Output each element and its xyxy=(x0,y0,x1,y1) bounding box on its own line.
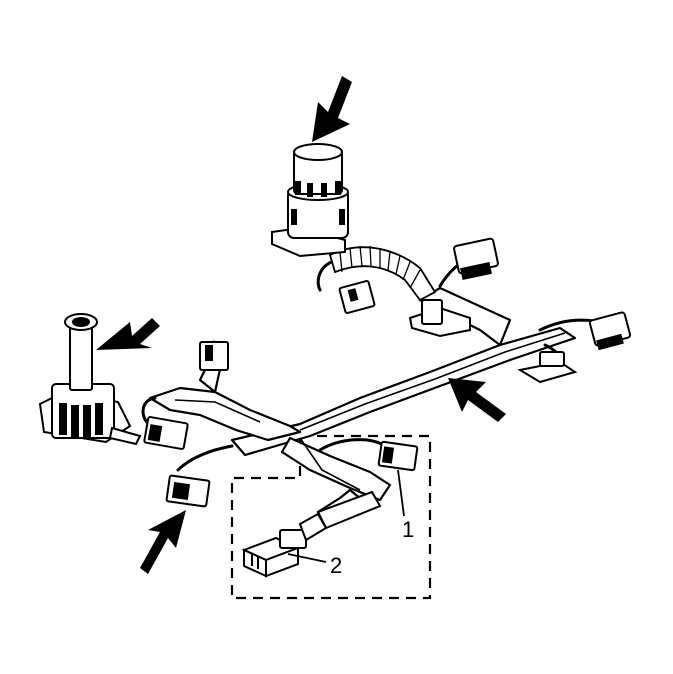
arrow-icon-right xyxy=(448,378,506,422)
small-plug-connector xyxy=(338,280,376,314)
leader-line-1 xyxy=(397,469,405,517)
trunk-inner-line xyxy=(299,332,566,431)
wire-to-conn1 xyxy=(318,438,387,452)
solenoid-coil xyxy=(59,403,103,437)
upper-left-connector xyxy=(199,341,229,371)
arrow-icon-top xyxy=(312,76,352,142)
tube-body xyxy=(328,246,437,302)
leader-line-2 xyxy=(287,553,327,563)
arrow-icon-left xyxy=(96,318,160,350)
top-round-connector xyxy=(271,143,349,258)
harness-to-conn2 xyxy=(298,490,382,542)
connector-ridges xyxy=(291,181,345,225)
harness-lines xyxy=(174,332,566,491)
top-right-connector xyxy=(453,237,499,280)
lower-right-bracket xyxy=(517,351,578,384)
solenoid-stem xyxy=(69,323,93,391)
left-connector xyxy=(143,416,189,450)
trunk-left-inner xyxy=(174,399,261,423)
harness-branch-down xyxy=(280,436,392,502)
connector-callout-1 xyxy=(377,440,419,472)
solenoid-icon xyxy=(38,313,142,446)
solenoid-tab xyxy=(108,426,142,446)
harness-trunk xyxy=(148,286,577,522)
arrow-icon-bottom xyxy=(140,510,186,574)
connector-callout-2 xyxy=(241,529,307,578)
wire-to-lower-conn xyxy=(176,444,234,472)
lower-left-connector xyxy=(165,474,211,508)
arrows xyxy=(96,76,506,574)
callout-label-2: 2 xyxy=(330,553,342,578)
tube-ribs xyxy=(339,245,421,289)
connector-top-cap xyxy=(293,143,343,161)
middle-bracket xyxy=(408,299,471,338)
leader-lines xyxy=(287,469,405,563)
callout-label-1: 1 xyxy=(402,517,414,542)
right-connector xyxy=(588,311,632,351)
solenoid-top-inner xyxy=(72,317,90,327)
branch-wire-1 xyxy=(299,437,361,491)
corrugated-tube xyxy=(328,245,437,302)
